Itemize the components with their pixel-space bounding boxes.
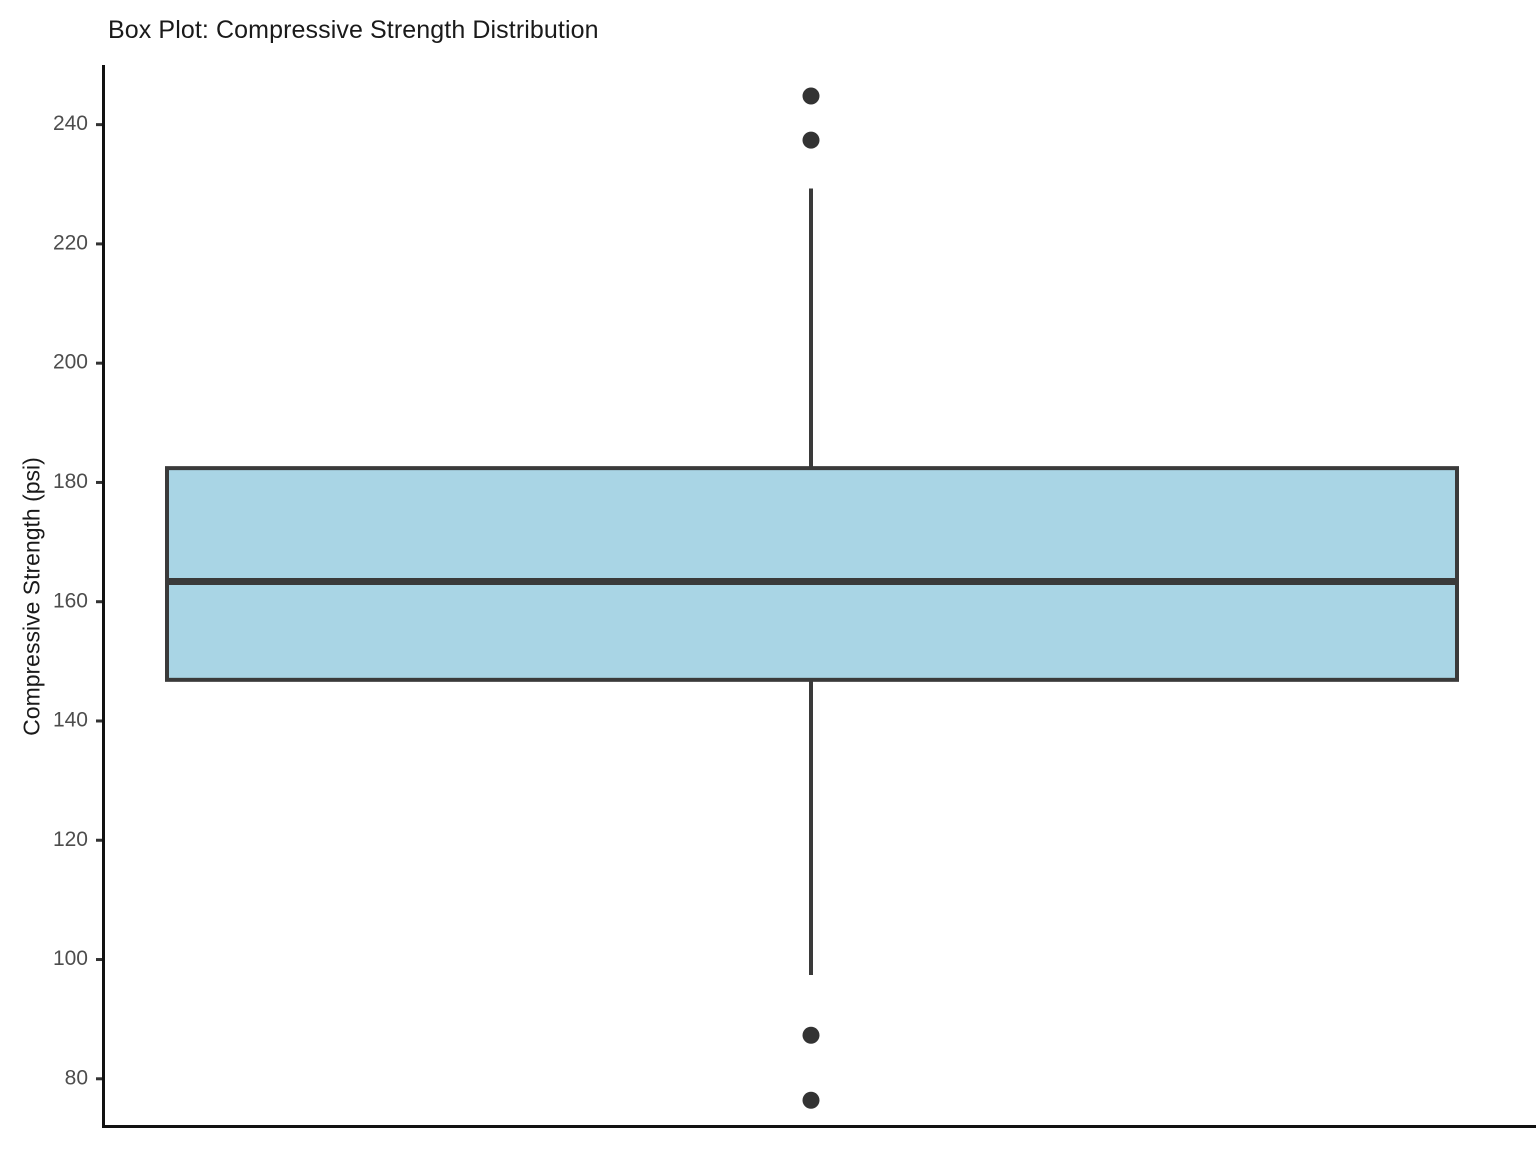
y-tick-label: 100 [53,947,88,970]
outlier-point[interactable] [802,87,820,105]
box-plot-group[interactable] [165,87,1459,1109]
y-tick-label: 160 [53,589,88,612]
y-tick-label-group: 80 100 120 140 160 180 200 220 240 [53,112,88,1089]
y-tick-label: 120 [53,828,88,851]
outlier-point[interactable] [802,131,820,149]
y-tick-label: 80 [65,1066,88,1089]
y-tick-label: 220 [53,231,88,254]
outlier-point[interactable] [802,1026,820,1044]
box-iqr-rect[interactable] [165,466,1459,682]
y-tick-mark-group [96,123,103,1081]
y-tick-label: 240 [53,112,88,135]
outlier-point[interactable] [802,1091,820,1109]
y-tick-label: 180 [53,470,88,493]
chart-title: Box Plot: Compressive Strength Distribut… [108,16,599,44]
y-tick-label: 200 [53,351,88,374]
y-tick-label: 140 [53,709,88,732]
